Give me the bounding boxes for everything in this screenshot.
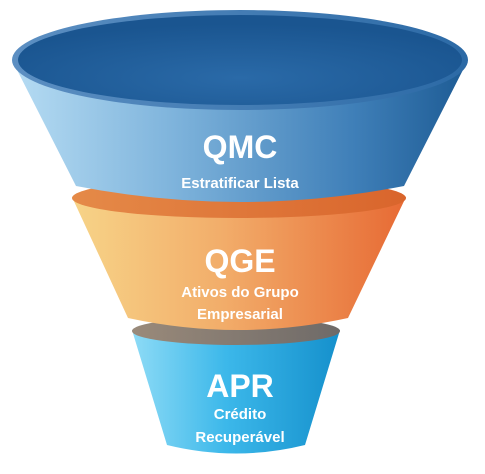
stage-qmc-title: QMC — [203, 129, 278, 165]
stage-qmc-top — [18, 15, 462, 105]
stage-qge-body — [72, 197, 406, 330]
funnel-stage-qmc — [12, 10, 468, 202]
stage-apr-line-2: Recuperável — [195, 429, 284, 446]
stage-qge-line-2: Empresarial — [197, 306, 283, 323]
stage-qge-title: QGE — [204, 243, 275, 279]
stage-qge-line-1: Ativos do Grupo — [181, 284, 299, 301]
stage-apr-body — [132, 330, 340, 454]
stage-qmc-line-1: Estratificar Lista — [181, 175, 299, 192]
stage-apr-title: APR — [206, 368, 274, 404]
stage-apr-line-1: Crédito — [214, 406, 267, 423]
